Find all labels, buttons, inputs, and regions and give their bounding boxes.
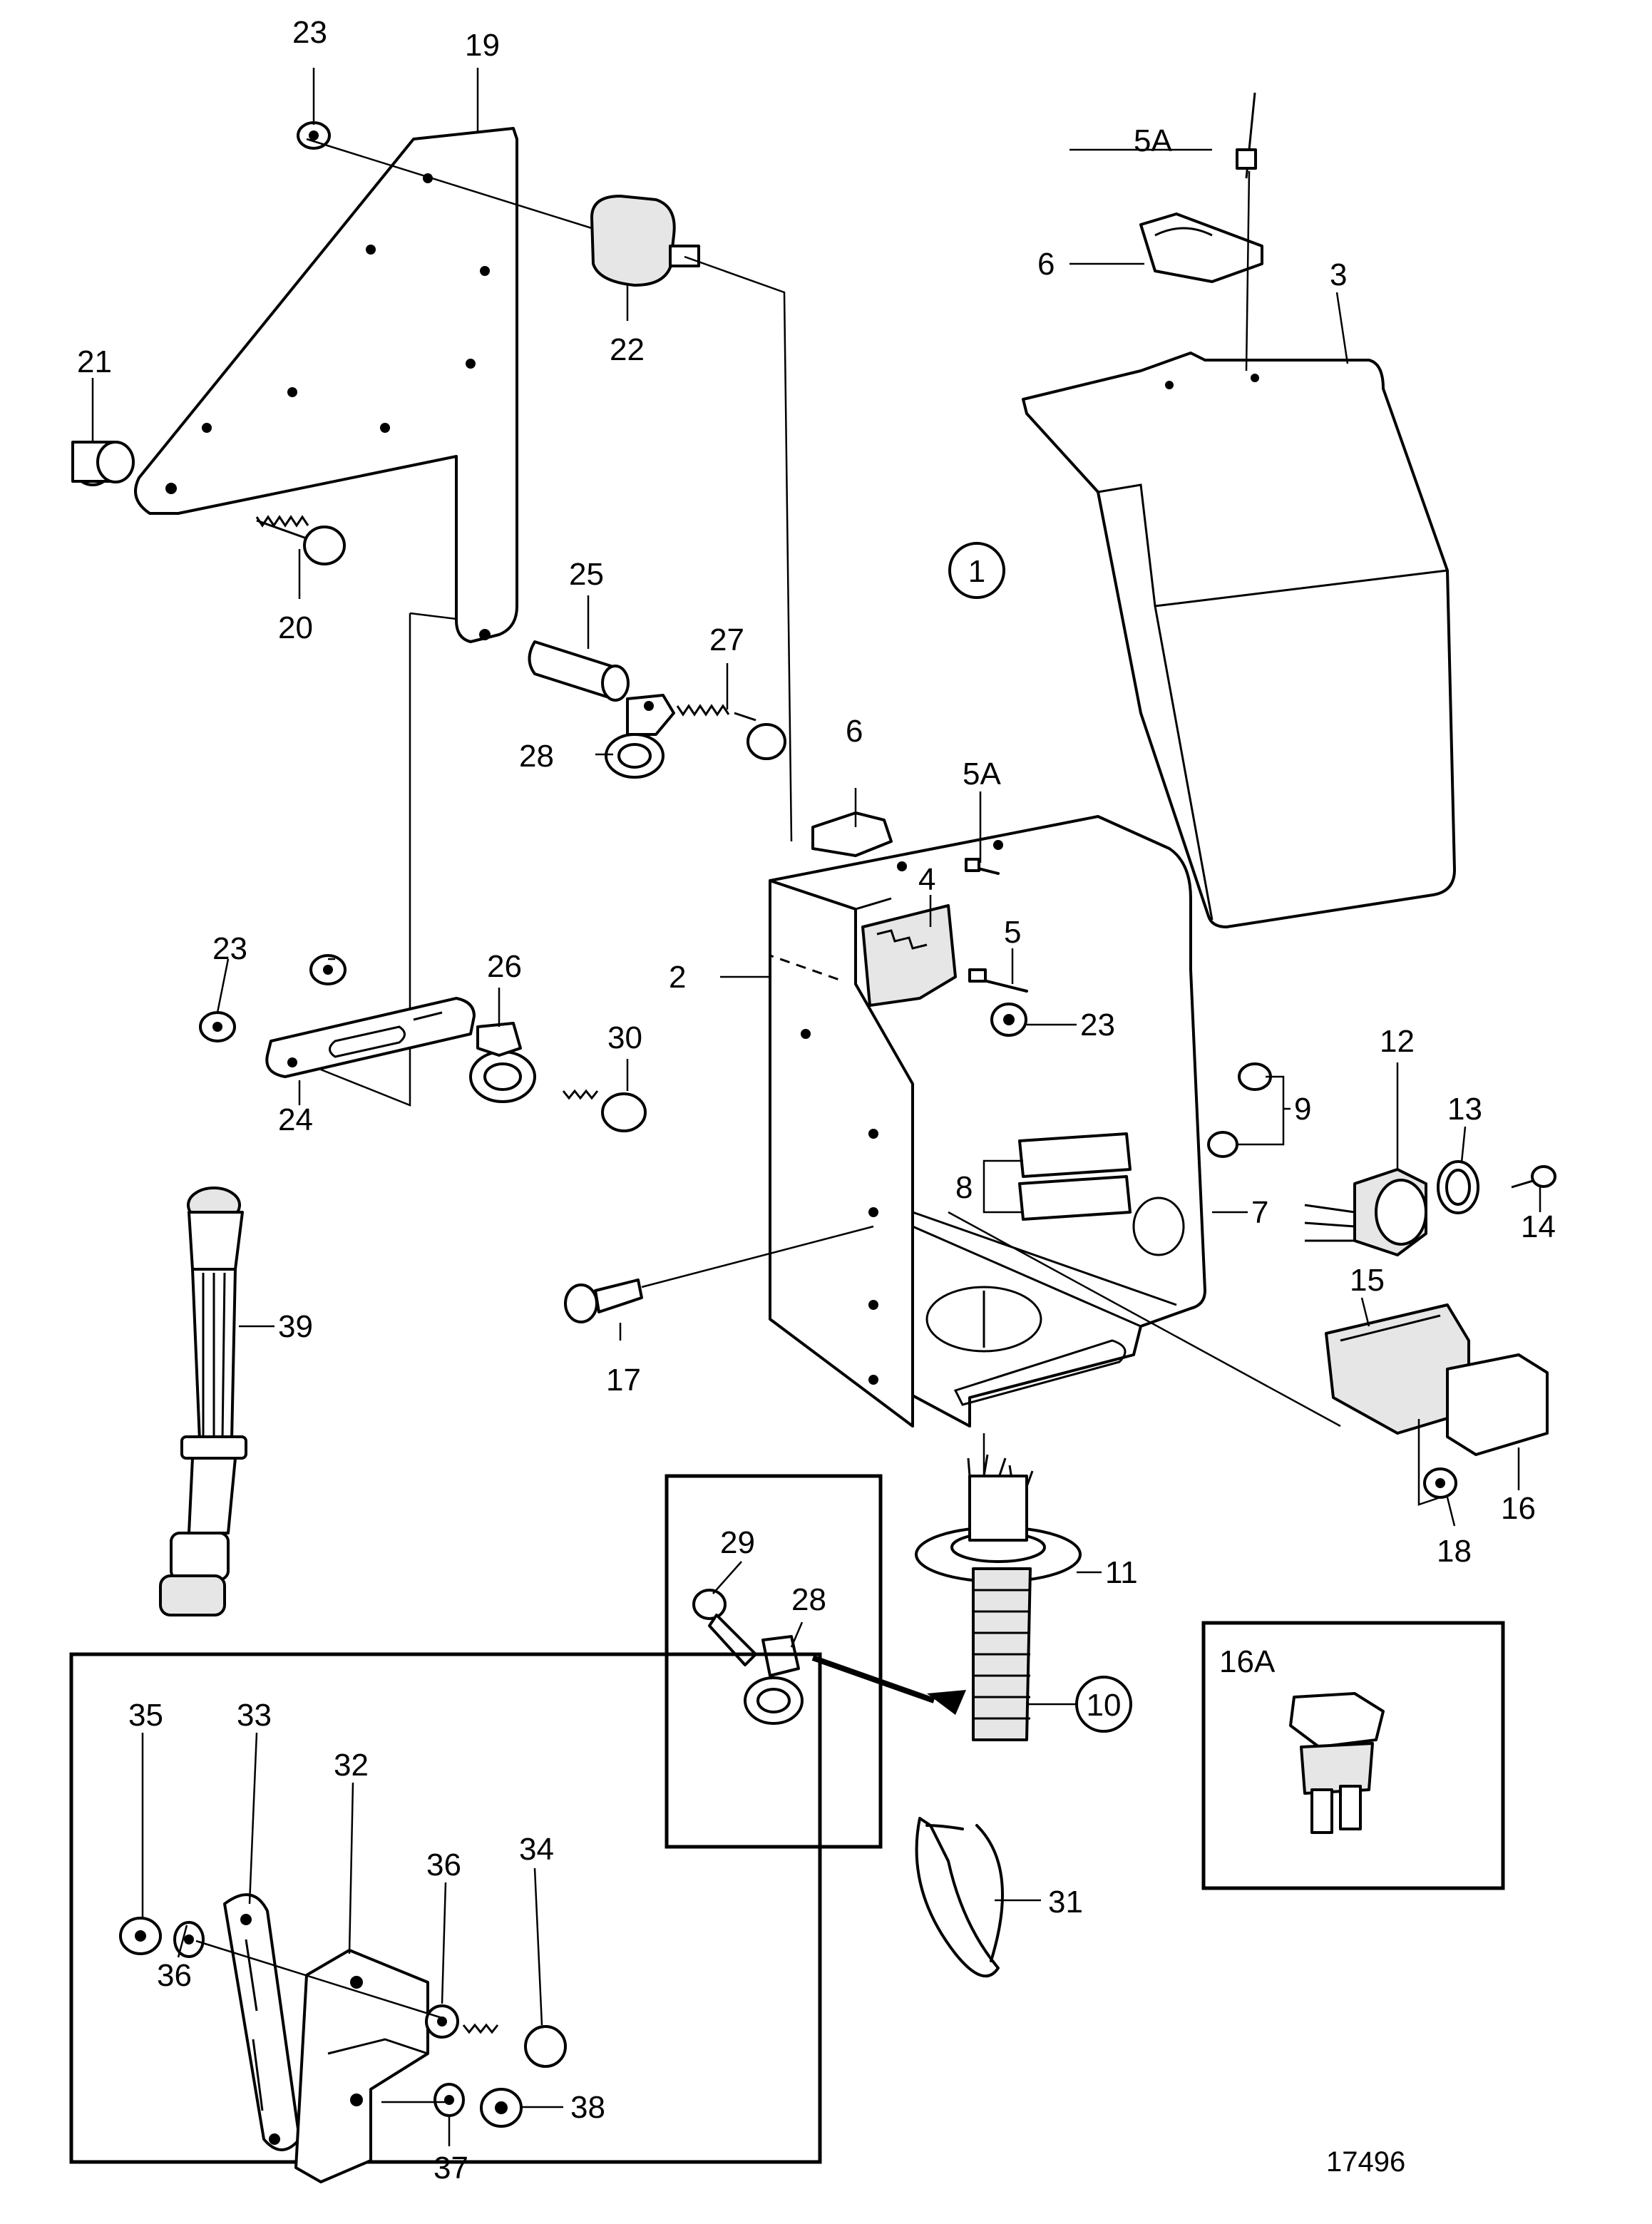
label-23-left: 23 [212,931,247,966]
label-24: 24 [278,1102,313,1137]
mounting-bracket-19 [134,127,518,643]
inset-bracket-detail [69,1652,822,2183]
label-19: 19 [465,28,500,63]
washer-23-left [199,954,347,1042]
label-21: 21 [77,344,112,379]
inset-clamp-detail [665,1474,966,1849]
grommet-11 [915,1475,1082,1583]
cable-harness-39 [159,1187,247,1616]
clamp-28-inset [744,1635,804,1725]
inset-fuse-16a [1201,1621,1505,1890]
label-18: 18 [1437,1534,1472,1569]
label-16a: 16A [1219,1644,1276,1679]
nut-35 [119,1917,162,1955]
cable-clamp-28-top [605,694,675,779]
label-5a-mid: 5A [963,757,1001,791]
label-29: 29 [720,1525,755,1560]
label-37: 37 [433,2151,468,2185]
label-2: 2 [669,960,686,995]
washer-23-top [297,121,331,150]
fuse-holder-4 [861,904,957,1007]
label-4: 4 [918,862,935,897]
label-30: 30 [607,1020,642,1055]
label-6-top: 6 [1037,247,1055,282]
label-35: 35 [128,1698,163,1733]
label-12: 12 [1380,1024,1415,1059]
conduit-10 [972,1567,1032,1741]
label-33: 33 [237,1698,272,1733]
label-13: 13 [1447,1092,1482,1127]
label-5a-top: 5A [1134,123,1172,158]
label-36-left: 36 [157,1958,192,1993]
label-36-right: 36 [426,1848,461,1882]
relay-16 [1446,1353,1549,1456]
label-3: 3 [1330,257,1347,292]
latch-bracket-6-mid [811,811,893,857]
bolt-30 [562,1089,647,1132]
latch-6-top [1139,212,1263,283]
circled-ref-1-label: 1 [968,554,985,589]
label-6-mid: 6 [846,714,863,749]
label-16: 16 [1501,1491,1536,1526]
blade-fuse-16a [1289,1692,1385,1834]
label-22: 22 [610,332,645,367]
cover-3 [1022,352,1456,928]
label-7: 7 [1251,1195,1268,1230]
label-34: 34 [519,1832,554,1867]
label-31: 31 [1048,1885,1083,1920]
bolt-34 [462,2023,567,2068]
label-39: 39 [278,1309,313,1344]
label-28-inset: 28 [791,1582,826,1617]
label-5: 5 [1004,915,1021,950]
mounting-bracket-32 [294,1949,429,2183]
screw-14 [1511,1165,1556,1189]
bolt-17 [564,1225,874,1323]
nut-23-mid [990,1003,1027,1037]
washer-36-left [173,1921,205,1958]
label-32: 32 [334,1748,369,1783]
pin-5a-top [1236,92,1257,371]
circled-ref-10: 10 [1075,1676,1132,1733]
washer-37 [433,2083,465,2117]
label-28-top: 28 [519,739,554,774]
label-20: 20 [278,610,313,645]
nut-38 [480,2088,523,2128]
wire-bundle [967,1433,1034,1487]
circled-ref-10-label: 10 [1087,1688,1122,1723]
label-25: 25 [569,557,604,592]
bolt-20 [255,515,346,565]
bolt-27 [676,704,786,760]
nuts-9 [1207,1062,1272,1158]
rubber-mount-22 [590,195,700,287]
label-9: 9 [1294,1092,1311,1127]
label-14: 14 [1521,1209,1556,1244]
connector-12 [1304,1168,1427,1256]
label-26: 26 [487,949,522,984]
label-27: 27 [709,622,744,657]
cable-tie-31 [915,1817,1004,1978]
washer-36-right [425,2004,459,2039]
label-23-top: 23 [292,15,327,50]
strap-33 [223,1893,301,2151]
label-23-mid: 23 [1080,1008,1115,1042]
drawing-number: 17496 [1326,2146,1405,2178]
seal-ring-13 [1437,1160,1479,1214]
pin-5a-mid [965,858,1000,875]
spacer-21 [71,441,135,486]
label-17: 17 [606,1363,641,1398]
circled-ref-1: 1 [948,542,1005,599]
strap-24 [265,997,476,1078]
label-38: 38 [570,2090,605,2125]
label-11: 11 [1105,1555,1138,1590]
label-8: 8 [955,1170,973,1205]
relays-8 [1018,1132,1132,1221]
cable-clamp-26 [469,1022,536,1103]
electrical-box-2 [769,815,1206,1428]
pin-5 [968,968,1028,993]
spacer-tube-25 [528,640,630,702]
label-15: 15 [1350,1263,1385,1298]
nut-18 [1417,1419,1457,1506]
